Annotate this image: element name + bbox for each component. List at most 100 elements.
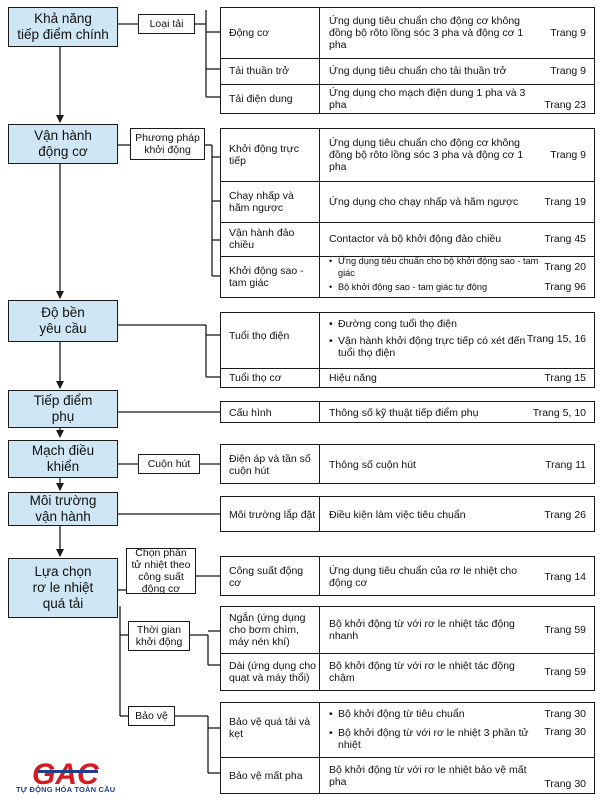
page-ref: Trang 19: [544, 195, 586, 208]
option-label: Tải điện dung: [229, 93, 293, 105]
stage-label-line: Tiếp điểm: [33, 393, 93, 408]
category-label: Cuộn hút: [147, 458, 191, 470]
page-ref: Trang 15: [544, 372, 586, 384]
bullet-text: Ứng dụng tiêu chuẩn cho bộ khởi động sao…: [338, 256, 539, 278]
page-ref: Trang 11: [545, 459, 586, 471]
option-description: Điều kiện làm việc tiêu chuẩn: [329, 509, 466, 521]
group-starting-method: Khởi động trực tiếp Ứng dụng tiêu chuẩn …: [220, 128, 595, 298]
page-ref: Trang 26: [544, 509, 586, 521]
category-thermal-element: Chọn phần tử nhiệt theo công suất động c…: [126, 547, 196, 595]
option-description: Ứng dụng tiêu chuẩn cho động cơ không đồ…: [329, 137, 524, 173]
stage-label-line: tiếp điểm chính: [17, 27, 109, 42]
gac-logo: GAC: [32, 758, 100, 791]
bullet-text: Bộ khởi động từ tiêu chuẩn: [338, 708, 465, 720]
stage-label-line: vận hành: [35, 509, 91, 524]
page-ref: Trang 59: [544, 624, 586, 636]
group-coil: Điện áp và tần số cuộn hút Thông số cuộn…: [220, 444, 595, 484]
option-label: Công suất động cơ: [229, 565, 304, 589]
group-durability: Tuổi thọ điện •Đường cong tuổi thọ điện …: [220, 312, 595, 388]
option-label: Môi trường lắp đặt: [229, 509, 316, 521]
option-label: Bảo vệ mất pha: [229, 770, 303, 782]
option-label: Bảo vệ quá tải và kẹt: [229, 716, 311, 740]
page-ref: Trang 45: [544, 233, 586, 245]
group-motor-power: Công suất động cơ Ứng dụng tiêu chuẩn củ…: [220, 556, 595, 596]
category-protection: Bảo vệ: [128, 706, 175, 726]
group-starting-time: Ngắn (ứng dụng cho bơm chìm, máy nén khí…: [220, 606, 595, 691]
option-description: •Bộ khởi động từ tiêu chuẩn: [329, 708, 465, 720]
option-label: Ngắn (ứng dụng cho bơm chìm, máy nén khí…: [229, 612, 306, 648]
option-description: •Đường cong tuổi thọ điện: [329, 318, 457, 330]
group-load-type: Động cơ Ứng dụng tiêu chuẩn cho động cơ …: [220, 7, 595, 114]
stage-label-line: Lựa chọn: [34, 564, 92, 579]
option-label: Vận hành đảo chiều: [229, 227, 295, 251]
category-coil: Cuộn hút: [138, 454, 200, 474]
page-ref: Trang 9: [550, 27, 586, 39]
page-ref: Trang 30: [544, 708, 586, 720]
stage-label-line: phụ: [51, 409, 75, 424]
option-description: •Ứng dụng tiêu chuẩn cho bộ khởi động sa…: [329, 256, 539, 278]
option-description: •Vận hành khởi động trực tiếp có xét đến…: [329, 333, 529, 361]
option-description: Ứng dụng cho mạch điện dung 1 pha và 3 p…: [329, 87, 526, 111]
logo-tagline: TỰ ĐỘNG HÓA TOÀN CẦU: [16, 785, 116, 794]
page-ref: Trang 9: [550, 65, 586, 77]
option-description: Bộ khởi động từ với rơ le nhiệt tác động…: [329, 618, 515, 642]
option-label: Tải thuần trở: [229, 65, 289, 77]
option-description: Bộ khởi động từ với rơ le nhiệt tác động…: [329, 660, 515, 684]
category-load-type: Loại tải: [138, 14, 195, 34]
bullet-text: Bộ khởi động sao - tam giác tự động: [338, 282, 488, 292]
option-description: Thông số cuộn hút: [329, 459, 416, 471]
page-ref: Trang 30: [544, 778, 586, 790]
category-label: Phương pháp khởi động: [135, 132, 200, 156]
option-label: Tuổi thọ cơ: [229, 372, 282, 384]
option-description: Bộ khởi động từ với rơ le nhiệt bảo vệ m…: [329, 764, 527, 788]
stage-label-line: Độ bền: [41, 305, 85, 320]
stage-label-line: động cơ: [38, 144, 88, 159]
group-environment: Môi trường lắp đặt Điều kiện làm việc ti…: [220, 496, 595, 532]
stage-label-line: rơ le nhiệt: [32, 580, 94, 595]
stage-label-line: yêu cầu: [39, 321, 87, 336]
category-starting-method: Phương pháp khởi động: [130, 128, 205, 160]
category-label: Thời gian khởi động: [135, 624, 183, 648]
page-ref: Trang 96: [544, 281, 586, 293]
page-ref: Trang 9: [550, 149, 586, 161]
option-description: •Bộ khởi động từ với rơ le nhiệt 3 phần …: [329, 727, 529, 751]
stage-label-line: Khả năng: [34, 11, 92, 26]
stage-label-line: Mạch điều: [31, 443, 95, 458]
page-ref: Trang 5, 10: [532, 407, 586, 419]
page-ref: Trang 15, 16: [526, 333, 586, 345]
stage-label-line: khiển: [46, 459, 80, 474]
option-label: Khởi động trực tiếp: [229, 143, 299, 167]
option-description: Contactor và bộ khởi động đảo chiều: [329, 233, 502, 245]
option-description: Hiệu năng: [329, 372, 377, 384]
stage-label-line: quá tải: [42, 596, 84, 611]
bullet-text: Vận hành khởi động trực tiếp có xét đến …: [338, 335, 526, 359]
stage-label-line: Môi trường: [29, 493, 97, 508]
option-label: Cấu hình: [229, 407, 272, 419]
group-aux-contact: Cấu hình Thông số kỹ thuật tiếp điểm phụ…: [220, 401, 595, 423]
page-ref: Trang 20: [544, 261, 586, 273]
option-description: Ứng dụng tiêu chuẩn của rơ le nhiệt cho …: [329, 565, 518, 589]
option-description: Thông số kỹ thuật tiếp điểm phụ: [329, 407, 479, 419]
option-label: Dài (ứng dụng cho quạt và máy thổi): [229, 660, 316, 684]
group-protection: Bảo vệ quá tải và kẹt •Bộ khởi động từ t…: [220, 702, 595, 794]
option-label: Điện áp và tần số cuộn hút: [229, 453, 311, 477]
option-description: Ứng dụng tiêu chuẩn cho tải thuần trở: [329, 65, 507, 77]
option-label: Chạy nhấp và hãm ngược: [229, 189, 294, 214]
option-description: Ứng dụng tiêu chuẩn cho động cơ không đồ…: [329, 15, 524, 51]
option-label: Tuổi thọ điện: [229, 330, 290, 342]
option-label: Động cơ: [229, 27, 270, 39]
bullet-text: Đường cong tuổi thọ điện: [338, 318, 457, 330]
category-label: Bảo vệ: [135, 710, 168, 722]
category-starting-time: Thời gian khởi động: [128, 621, 190, 651]
page-ref: Trang 59: [544, 666, 586, 678]
logo-mark: GAC: [32, 758, 100, 791]
page-ref: Trang 14: [544, 571, 586, 583]
